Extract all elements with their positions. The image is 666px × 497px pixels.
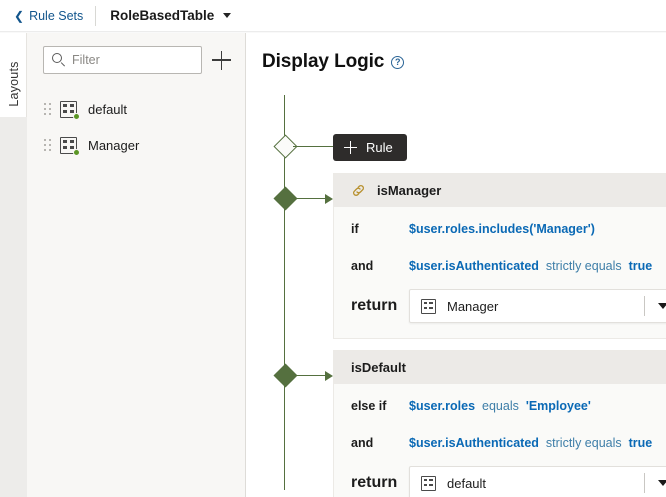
condition-keyword: else if (351, 398, 387, 413)
ruleset-selector[interactable]: RoleBasedTable (98, 0, 243, 31)
condition-row[interactable]: and $user.isAuthenticated strictly equal… (334, 424, 666, 461)
condition-keyword: and (351, 435, 374, 450)
flow-branch-line (293, 198, 325, 200)
rule-card: isManager if $user.roles.includes('Manag… (333, 173, 666, 339)
condition-operator: strictly equals (545, 435, 622, 450)
condition-expression: $user.isAuthenticated (409, 258, 539, 273)
drag-handle-icon[interactable] (43, 102, 51, 116)
link-chain-icon (351, 183, 366, 198)
select-divider (644, 473, 645, 493)
list-item-label: Manager (88, 137, 140, 153)
condition-operator: strictly equals (545, 258, 622, 273)
list-item[interactable]: Manager (27, 127, 245, 163)
search-input[interactable] (72, 53, 192, 67)
return-layout-select[interactable]: Manager (409, 289, 666, 323)
add-rule-button[interactable]: Rule (333, 134, 407, 161)
condition-row[interactable]: else if $user.roles equals 'Employee' (334, 387, 666, 424)
return-keyword: return (351, 297, 398, 314)
condition-value: true (628, 435, 653, 450)
help-circle-icon[interactable]: ? (391, 55, 405, 69)
filter-field[interactable] (43, 46, 202, 74)
return-keyword: return (351, 474, 398, 491)
rule-body: else if $user.roles equals 'Employee' an… (334, 384, 666, 497)
return-layout-value: Manager (447, 298, 499, 314)
select-divider (644, 296, 645, 316)
add-rule-label: Rule (366, 140, 393, 155)
condition-expression: $user.roles.includes('Manager') (409, 221, 595, 236)
plus-icon (344, 141, 357, 154)
flow-arrow-icon (325, 193, 333, 204)
top-bar: ❮ Rule Sets RoleBasedTable (0, 0, 666, 31)
add-layout-button[interactable] (212, 50, 232, 70)
condition-expression: $user.roles (409, 398, 476, 413)
display-logic-panel: Display Logic ? Rule (247, 33, 666, 497)
condition-value: 'Employee' (525, 398, 591, 413)
drag-handle-icon[interactable] (43, 138, 51, 152)
table-layout-icon (60, 100, 80, 120)
table-layout-icon (60, 136, 80, 156)
condition-expression: $user.isAuthenticated (409, 435, 539, 450)
condition-value: true (628, 258, 653, 273)
chevron-down-icon (223, 13, 232, 18)
back-to-rule-sets-link[interactable]: ❮ Rule Sets (0, 0, 93, 31)
chevron-left-icon: ❮ (14, 8, 25, 23)
condition-row[interactable]: if $user.roles.includes('Manager') (334, 210, 666, 247)
table-layout-icon (421, 475, 436, 491)
return-row: return default (334, 461, 666, 497)
list-item[interactable]: default (27, 91, 245, 127)
flow-connector-line (284, 95, 286, 490)
condition-keyword: and (351, 258, 374, 273)
page-title: Display Logic ? (262, 51, 405, 73)
active-dot-badge (72, 113, 80, 120)
return-layout-select[interactable]: default (409, 466, 666, 497)
left-rail: Layouts (0, 33, 27, 497)
rail-tab-layouts[interactable]: Layouts (7, 61, 21, 107)
condition-row[interactable]: and $user.isAuthenticated strictly equal… (334, 247, 666, 284)
toolbar-divider (95, 5, 97, 26)
chevron-down-icon[interactable] (658, 303, 666, 309)
layouts-panel: default Manager (27, 33, 246, 497)
layouts-panel-toolbar (27, 33, 245, 74)
top-bar-shadow (0, 31, 666, 33)
rule-header[interactable]: isManager (334, 174, 666, 207)
ruleset-name-label: RoleBasedTable (110, 8, 215, 23)
rail-active-indicator (0, 117, 27, 497)
condition-keyword: if (351, 221, 359, 236)
table-layout-icon (421, 298, 436, 314)
search-icon (52, 53, 66, 67)
rule-name-label: isDefault (351, 360, 406, 375)
return-layout-value: default (447, 475, 487, 491)
return-row: return Manager (334, 284, 666, 328)
active-dot-badge (72, 149, 80, 156)
rule-card: isDefault else if $user.roles equals 'Em… (333, 350, 666, 497)
rule-header[interactable]: isDefault (334, 351, 666, 384)
back-link-label: Rule Sets (29, 8, 84, 23)
flow-arrow-icon (325, 370, 333, 381)
rule-name-label: isManager (377, 183, 442, 198)
flow-branch-line (293, 146, 333, 148)
rule-body: if $user.roles.includes('Manager') and $… (334, 207, 666, 338)
condition-operator: equals (482, 398, 519, 413)
layouts-list: default Manager (27, 91, 245, 163)
list-item-label: default (88, 101, 128, 117)
chevron-down-icon[interactable] (658, 480, 666, 486)
flow-branch-line (293, 375, 325, 377)
page-title-label: Display Logic (262, 51, 385, 72)
